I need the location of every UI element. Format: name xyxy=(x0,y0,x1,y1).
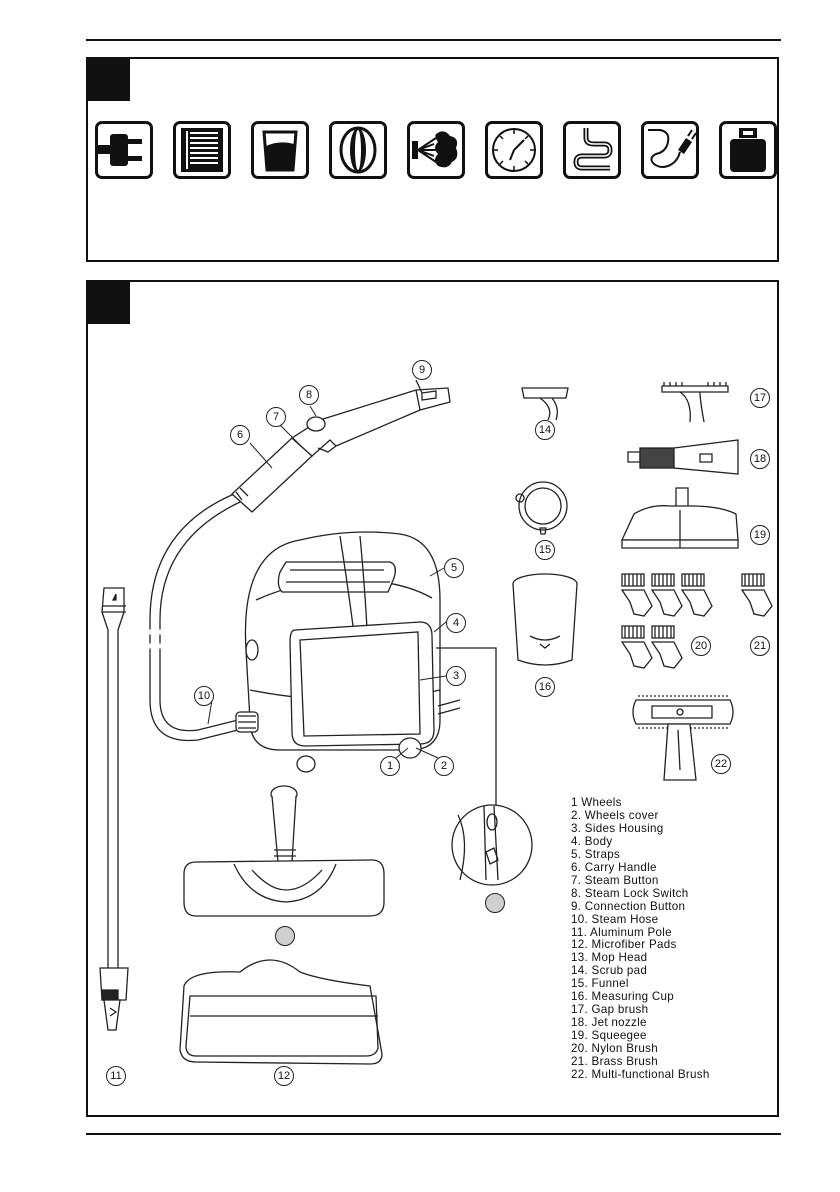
legend-item-22: 22. Multi-functional Brush xyxy=(571,1068,710,1082)
aluminum-pole xyxy=(100,588,128,1030)
top-rule xyxy=(86,39,781,41)
legend-item-5: 5. Straps xyxy=(571,847,621,861)
legend-item-7: 7. Steam Button xyxy=(571,873,659,887)
legend-item-11: 11. Aluminum Pole xyxy=(571,925,672,939)
legend-item-19: 19. Squeegee xyxy=(571,1029,647,1043)
nylon-brushes xyxy=(622,574,712,668)
callout-17: 17 xyxy=(750,388,770,408)
callout-16: 16 xyxy=(535,677,555,697)
legend-item-18: 18. Jet nozzle xyxy=(571,1016,647,1030)
leader-lines xyxy=(208,406,446,758)
callout-11: 11 xyxy=(106,1066,126,1086)
section-tab-2 xyxy=(88,282,130,324)
legend-item-1: 1 Wheels xyxy=(571,796,622,809)
legend-item-21: 21. Brass Brush xyxy=(571,1055,658,1069)
legend-item-2: 2. Wheels cover xyxy=(571,808,659,822)
funnel xyxy=(516,482,567,534)
measuring-cup xyxy=(513,574,577,665)
callout-9: 9 xyxy=(412,360,432,380)
scrub-pad xyxy=(522,388,568,420)
callout-10: 10 xyxy=(194,686,214,706)
legend-item-6: 6. Carry Handle xyxy=(571,860,657,874)
callout-4: 4 xyxy=(446,613,466,633)
legend-item-15: 15. Funnel xyxy=(571,977,629,991)
callout-14: 14 xyxy=(535,420,555,440)
squeegee xyxy=(622,488,738,548)
mop-head xyxy=(184,786,384,916)
legend-item-16: 16. Measuring Cup xyxy=(571,990,675,1004)
weight-icon xyxy=(719,121,777,179)
steam-output-icon xyxy=(407,121,465,179)
carry-handle xyxy=(232,380,450,512)
boiler-icon xyxy=(329,121,387,179)
callout-13 xyxy=(275,926,295,946)
callout-7: 7 xyxy=(266,407,286,427)
callout-3: 3 xyxy=(446,666,466,686)
callout-15: 15 xyxy=(535,540,555,560)
steam-cleaner-body xyxy=(236,532,460,772)
callout-18: 18 xyxy=(750,449,770,469)
heater-coil-icon xyxy=(173,121,231,179)
parts-panel xyxy=(86,280,779,1117)
spec-panel xyxy=(86,57,779,262)
callout-6: 6 xyxy=(230,425,250,445)
brass-brush xyxy=(742,574,772,616)
callout-21: 21 xyxy=(750,636,770,656)
callout-5: 5 xyxy=(444,558,464,578)
callout-19: 19 xyxy=(750,525,770,545)
water-tank-icon xyxy=(251,121,309,179)
callout-12: 12 xyxy=(274,1066,294,1086)
power-cord-icon xyxy=(641,121,699,179)
callout-8: 8 xyxy=(299,385,319,405)
plug-icon xyxy=(95,121,153,179)
legend-item-9: 9. Connection Button xyxy=(571,899,686,913)
legend-item-17: 17. Gap brush xyxy=(571,1003,649,1017)
microfiber-pads xyxy=(180,960,382,1064)
callout-22: 22 xyxy=(711,754,731,774)
legend-item-8: 8. Steam Lock Switch xyxy=(571,886,689,900)
parts-legend: 1 Wheels 2. Wheels cover 3. Sides Housin… xyxy=(571,796,710,1082)
gap-brush xyxy=(662,382,728,422)
callout-1: 1 xyxy=(380,756,400,776)
legend-item-10: 10. Steam Hose xyxy=(571,912,659,926)
steam-hose xyxy=(146,494,240,741)
bottom-rule xyxy=(86,1133,781,1135)
legend-item-3: 3. Sides Housing xyxy=(571,821,664,835)
detail-zoom xyxy=(436,648,532,885)
heat-up-time-icon xyxy=(485,121,543,179)
hose-icon xyxy=(563,121,621,179)
legend-item-12: 12. Microfiber Pads xyxy=(571,938,677,952)
legend-item-13: 13. Mop Head xyxy=(571,951,648,965)
legend-item-14: 14. Scrub pad xyxy=(571,964,648,978)
jet-nozzle xyxy=(628,440,738,474)
callout-2: 2 xyxy=(434,756,454,776)
section-tab-1 xyxy=(88,59,130,101)
legend-item-20: 20. Nylon Brush xyxy=(571,1042,658,1056)
callout-20: 20 xyxy=(691,636,711,656)
legend-item-4: 4. Body xyxy=(571,834,613,848)
multi-functional-brush xyxy=(633,696,733,780)
callout-detail xyxy=(485,893,505,913)
